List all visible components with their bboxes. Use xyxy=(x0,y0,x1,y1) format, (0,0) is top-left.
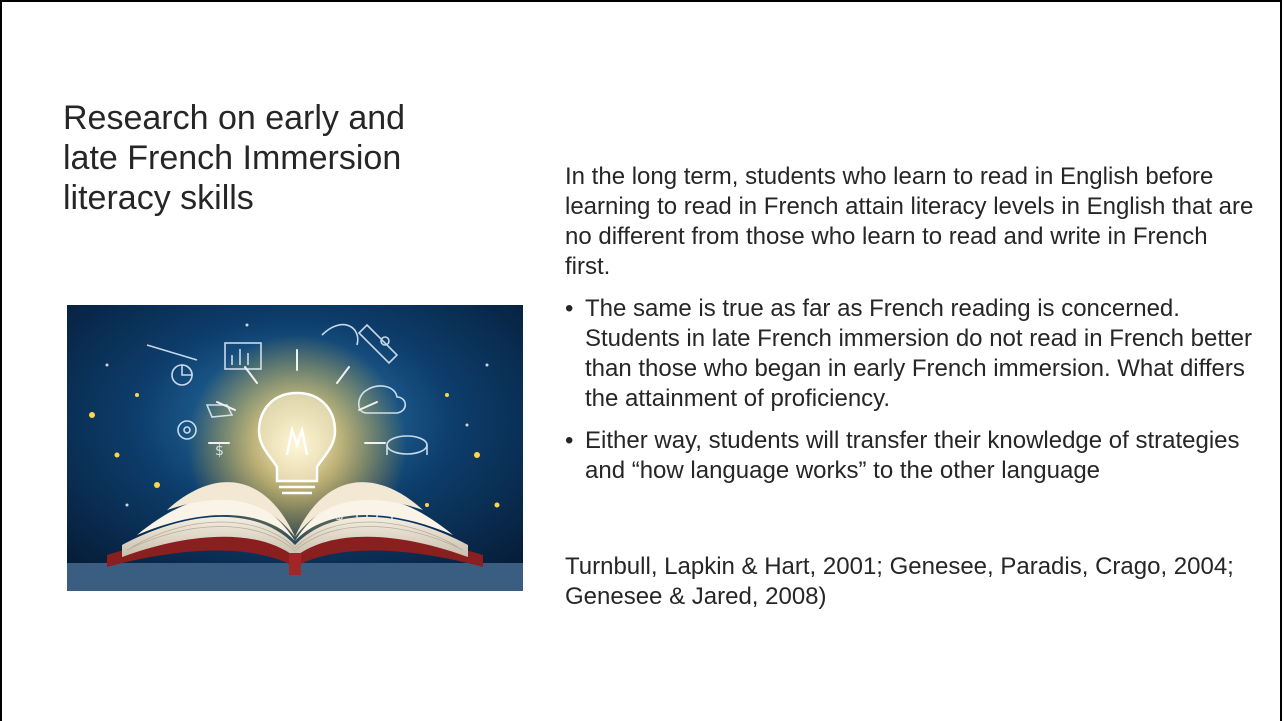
bullet-icon: • xyxy=(565,295,574,322)
bullet-text: Either way, students will transfer their… xyxy=(585,427,1240,484)
citation: Turnbull, Lapkin & Hart, 2001; Genesee, … xyxy=(565,553,1234,610)
book-lightbulb-illustration-icon: $ $ xyxy=(67,305,523,591)
intro-paragraph: In the long term, students who learn to … xyxy=(565,163,1254,280)
svg-text:$: $ xyxy=(215,443,224,459)
slide-title: Research on early and late French Immers… xyxy=(63,99,406,217)
bullet-list: • The same is true as far as French read… xyxy=(565,294,1255,486)
slide-body: In the long term, students who learn to … xyxy=(565,162,1255,636)
list-item: • Either way, students will transfer the… xyxy=(565,426,1255,486)
bullet-text: The same is true as far as French readin… xyxy=(585,295,1253,412)
list-item: • The same is true as far as French read… xyxy=(565,294,1255,414)
bullet-icon: • xyxy=(565,427,574,454)
